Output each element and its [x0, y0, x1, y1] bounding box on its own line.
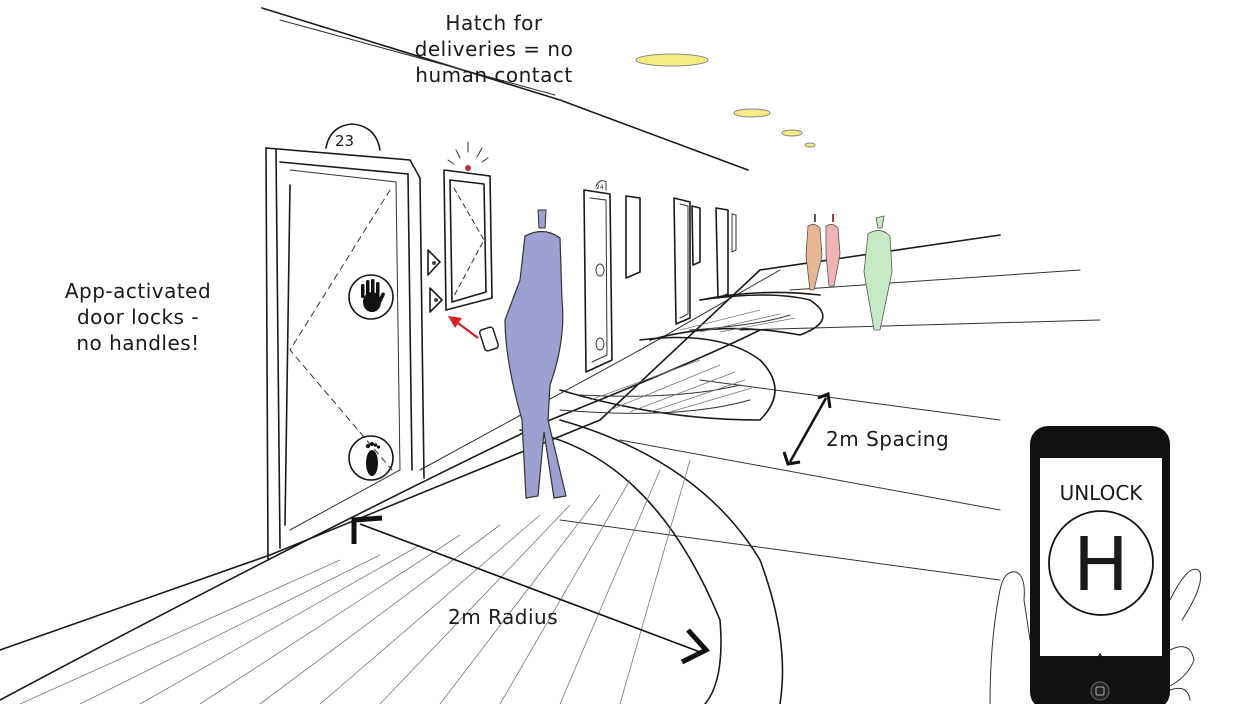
people-distant	[806, 214, 892, 330]
phone: UNLOCK H	[1030, 426, 1170, 704]
door-23: 23	[266, 124, 424, 560]
spacing-arrow	[784, 394, 830, 464]
locks-line-1: App-activated	[48, 278, 228, 304]
foot-icon	[366, 442, 380, 476]
hatch-line-1: Hatch for	[394, 10, 594, 36]
ceiling-light	[734, 109, 770, 117]
phone-title: UNLOCK	[1060, 481, 1144, 505]
radius-label: 2m Radius	[448, 604, 558, 630]
ceiling-light	[805, 143, 815, 147]
hatch-line-2: deliveries = no	[394, 36, 594, 62]
spacing-label: 2m Spacing	[826, 426, 949, 452]
door-keypad	[428, 250, 442, 312]
hand-icon	[361, 279, 385, 312]
unlock-button-letter: H	[1073, 522, 1129, 608]
radius-arrow	[354, 518, 706, 662]
floor-hatching	[20, 310, 795, 704]
locks-annotation: App-activated door locks - no handles!	[48, 278, 228, 356]
ceiling-lights	[636, 54, 815, 147]
delivery-hatch	[444, 142, 492, 310]
locks-line-3: no handles!	[48, 330, 228, 356]
ceiling-light	[782, 130, 802, 136]
hatch-annotation: Hatch for deliveries = no human contact	[394, 10, 594, 88]
door-number-24: 24	[596, 184, 604, 191]
door-number-23: 23	[335, 132, 354, 150]
far-doors: 24	[584, 181, 736, 372]
locks-line-2: door locks -	[48, 304, 228, 330]
app-unlock-indicator	[448, 316, 499, 352]
phone-home-button[interactable]	[1091, 682, 1109, 700]
hatch-line-3: human contact	[394, 62, 594, 88]
ceiling-light	[636, 54, 708, 66]
